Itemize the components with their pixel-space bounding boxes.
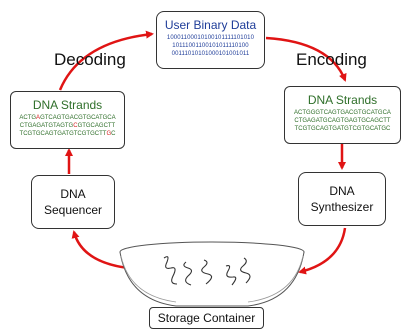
synthesizer-line-1: DNA [329,184,355,198]
storage-container-label-box: Storage Container [149,307,264,329]
dna-strands-decoded-box: DNA Strands ACTGAGTCAGTGACGTGCATGCA CTGA… [10,91,125,149]
strand-right-line-1: ACTGGGTCAGTGACGTGCATGCA [294,110,391,116]
decoding-arrow [58,30,154,91]
strand-left-line-3-c: C [111,131,116,137]
storage-container-label: Storage Container [157,311,256,325]
sequencer-line-2: Sequencer [43,203,103,217]
strand-left-line-3-error: G [106,131,112,137]
dna-strands-encoded-box: DNA Strands ACTGGGTCAGTGACGTGCATGCA CTGA… [284,86,401,144]
strand-right-line-2: CTGAGATGCAGTGAGTGCAGCTT [294,118,391,124]
storage-container-icon [119,241,305,307]
encoding-label: Encoding [296,50,367,69]
strand-left-line-2: CTGAGATGTAGTGCGTGCAGCTT [11,122,124,130]
strand-left-line-2-c: GTGCAGCTT [77,123,116,129]
binary-line-1: 10001100010100101111101010 [166,35,255,41]
strands-left-title: DNA Strands [32,98,103,112]
binary-box-title: User Binary Data [164,18,257,32]
strand-left-line-2-error: C [73,123,78,129]
strand-left-line-1-error: A [36,115,41,121]
strands-right-title: DNA Strands [307,93,378,107]
binary-line-3: 00111010101000101001011 [171,51,250,57]
binary-line-2: 10111001100101011110100 [172,43,249,49]
decoding-label: Decoding [54,50,126,69]
dna-sequencer-box: DNA Sequencer [31,175,115,229]
strand-left-line-1-a: ACTG [19,115,37,121]
user-binary-data-box: User Binary Data 10001100010100101111101… [156,11,265,69]
strand-left-line-2-a: CTGAGATGTAGTG [19,123,74,129]
strand-right-line-3: TCGTGCAGTGATGTCGTGCATGC [294,126,391,132]
container-to-sequencer-arrow [71,230,129,270]
sequencer-line-1: DNA [60,187,86,201]
synth-to-container-arrow [298,227,347,275]
synthesizer-line-2: Synthesizer [310,200,374,214]
strand-left-line-3: TCGTGCAGTGATGTCGTGCTTGC [11,130,124,138]
strand-left-line-1-c: GTCAGTGACGTGCATGCA [40,115,116,121]
strand-left-line-1: ACTGAGTCAGTGACGTGCATGCA [11,114,124,122]
strand-left-line-3-a: TCGTGCAGTGATGTCGTGCTT [19,131,107,137]
encoding-arrow [265,36,347,82]
dna-synthesizer-box: DNA Synthesizer [298,172,386,226]
